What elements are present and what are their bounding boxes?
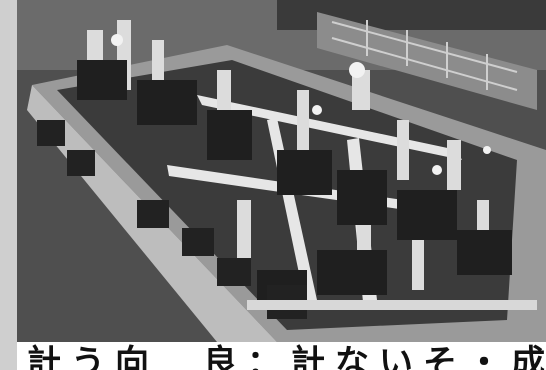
caption-text: 計う向 良：計ないそ・成き xyxy=(27,343,546,370)
pallet-rack xyxy=(317,12,537,110)
photo-illustration xyxy=(17,0,546,342)
rail-1 xyxy=(197,95,462,160)
caption-strip: 計う向 良：計ないそ・成き xyxy=(17,342,546,370)
photo-welding-fixture xyxy=(17,0,546,342)
left-margin-strip xyxy=(0,0,17,370)
bottom-rail xyxy=(247,300,537,310)
